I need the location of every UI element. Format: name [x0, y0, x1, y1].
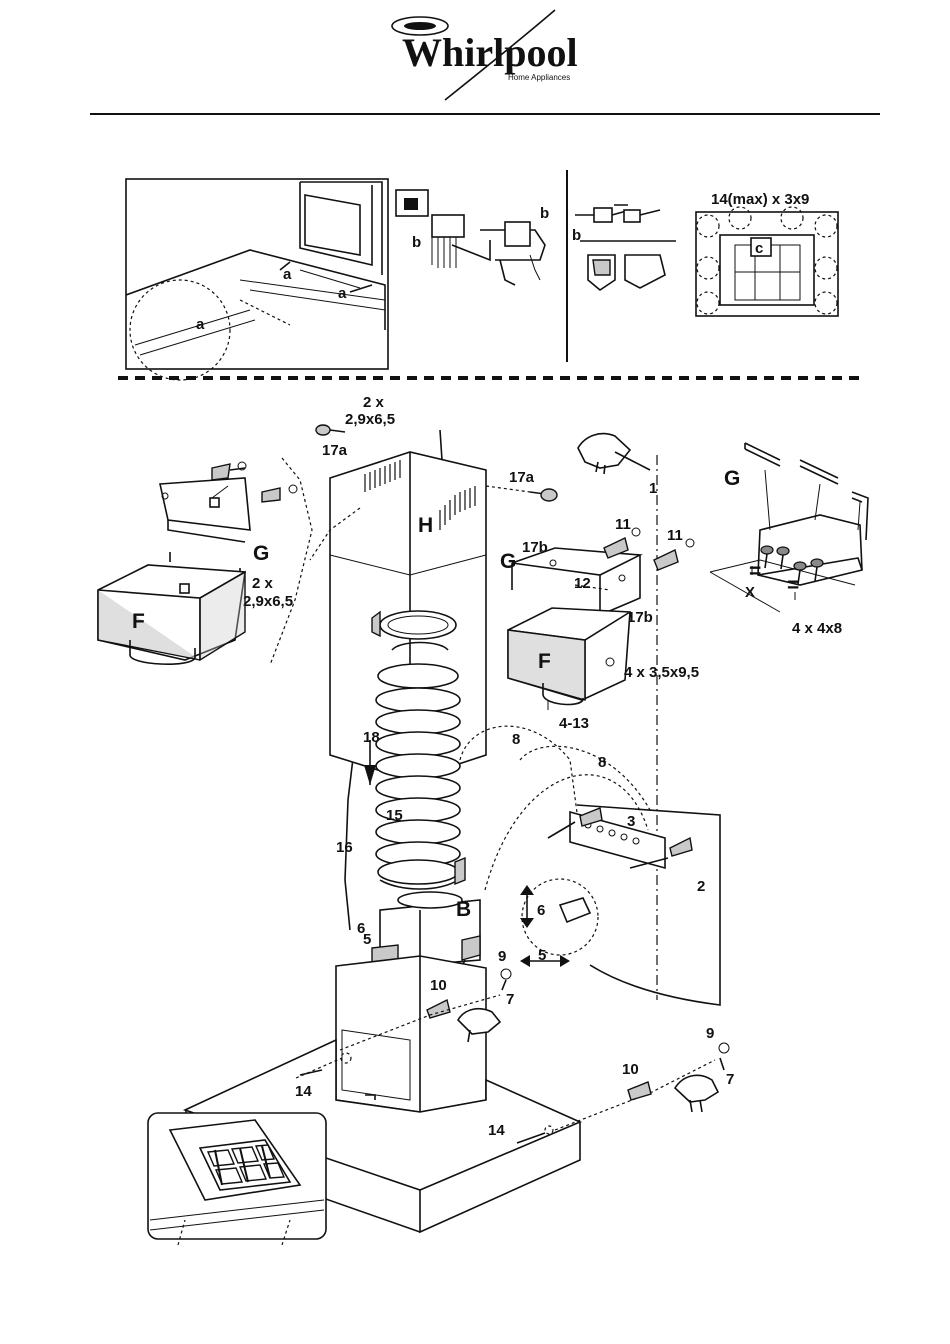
label-7b: 7 [726, 1071, 734, 1088]
label-a-3: a [196, 316, 205, 333]
label-8b: 8 [598, 754, 606, 771]
label-14b: 14 [488, 1122, 505, 1139]
label-6b: 6 [537, 902, 545, 919]
label-qty-2x-top: 2 x [363, 394, 385, 411]
connector-detail: b b [396, 190, 549, 285]
label-size-top: 2,9x6,5 [345, 411, 395, 428]
label-17b-side: 17b [627, 609, 653, 626]
label-11b: 11 [667, 527, 683, 544]
filter-inset-panel: a a a [126, 179, 388, 380]
brand-name: Whirlpool [402, 30, 578, 75]
label-size-left: 2,9x6,5 [243, 593, 293, 610]
label-size-4x35: 4 x 3,5x9,5 [624, 664, 699, 681]
label-5a: 5 [363, 931, 371, 948]
label-2: 2 [697, 878, 705, 895]
label-10a: 10 [430, 977, 447, 994]
adapter-F-mid: F 4 x 3,5x9,5 4-13 [508, 608, 699, 732]
label-screws-max: 14(max) x 3x9 [711, 191, 809, 208]
label-4-13: 4-13 [559, 715, 589, 732]
whirlpool-logo: Whirlpool Home Appliances [392, 10, 578, 100]
label-7a: 7 [506, 991, 514, 1008]
hood-bottom-view: 14(max) x 3x9 c [696, 191, 838, 316]
label-1: 1 [649, 480, 657, 497]
label-G-right: G [724, 467, 740, 490]
hand-marking-icon [578, 434, 650, 474]
screw-17a-right: 17a [486, 469, 557, 501]
label-9a: 9 [498, 948, 506, 965]
label-a-1: a [283, 266, 292, 283]
label-17b-top: 17b [522, 539, 548, 556]
label-F-mid: F [538, 650, 551, 673]
label-12: 12 [574, 575, 591, 592]
label-eq-2: = [787, 574, 799, 597]
label-b-1: b [412, 234, 421, 251]
label-8a: 8 [512, 731, 520, 748]
label-b-3: b [572, 227, 581, 244]
label-16: 16 [336, 839, 353, 856]
label-eq-1: = [749, 560, 761, 583]
label-5b: 5 [538, 947, 546, 964]
screw-17a-top: 2 x 2,9x6,5 17a [316, 394, 395, 459]
label-b-2: b [540, 205, 549, 222]
label-18: 18 [363, 729, 380, 746]
label-17a-left: 17a [322, 442, 348, 459]
label-size-4x48: 4 x 4x8 [792, 620, 842, 637]
label-B: B [456, 898, 471, 921]
filter-inset-bottom [148, 1113, 326, 1245]
label-qty-2x-left: 2 x [252, 575, 274, 592]
label-17a-right: 17a [509, 469, 535, 486]
label-X: X [745, 584, 755, 601]
label-G-mid: G [500, 550, 516, 573]
label-G-left: G [253, 542, 269, 565]
adjust-detail-circle: 6 5 [520, 879, 598, 967]
label-11a: 11 [615, 516, 631, 533]
chimney-lower: 10 [336, 956, 486, 1112]
label-9b: 9 [706, 1025, 714, 1042]
label-15: 15 [386, 807, 403, 824]
label-3: 3 [627, 813, 635, 830]
label-c: c [755, 240, 763, 257]
brand-tagline: Home Appliances [508, 73, 570, 82]
bracket-G-right: G = = X 4 x 4x8 [710, 443, 868, 637]
label-14a: 14 [295, 1083, 312, 1100]
label-H: H [418, 514, 433, 537]
label-10b: 10 [622, 1061, 639, 1078]
connector-parts: b [572, 205, 676, 290]
adapter-F-left: F [98, 565, 245, 664]
label-F-left: F [132, 610, 145, 633]
label-a-2: a [338, 285, 347, 302]
fixing-right: 9 10 7 [555, 1025, 734, 1130]
